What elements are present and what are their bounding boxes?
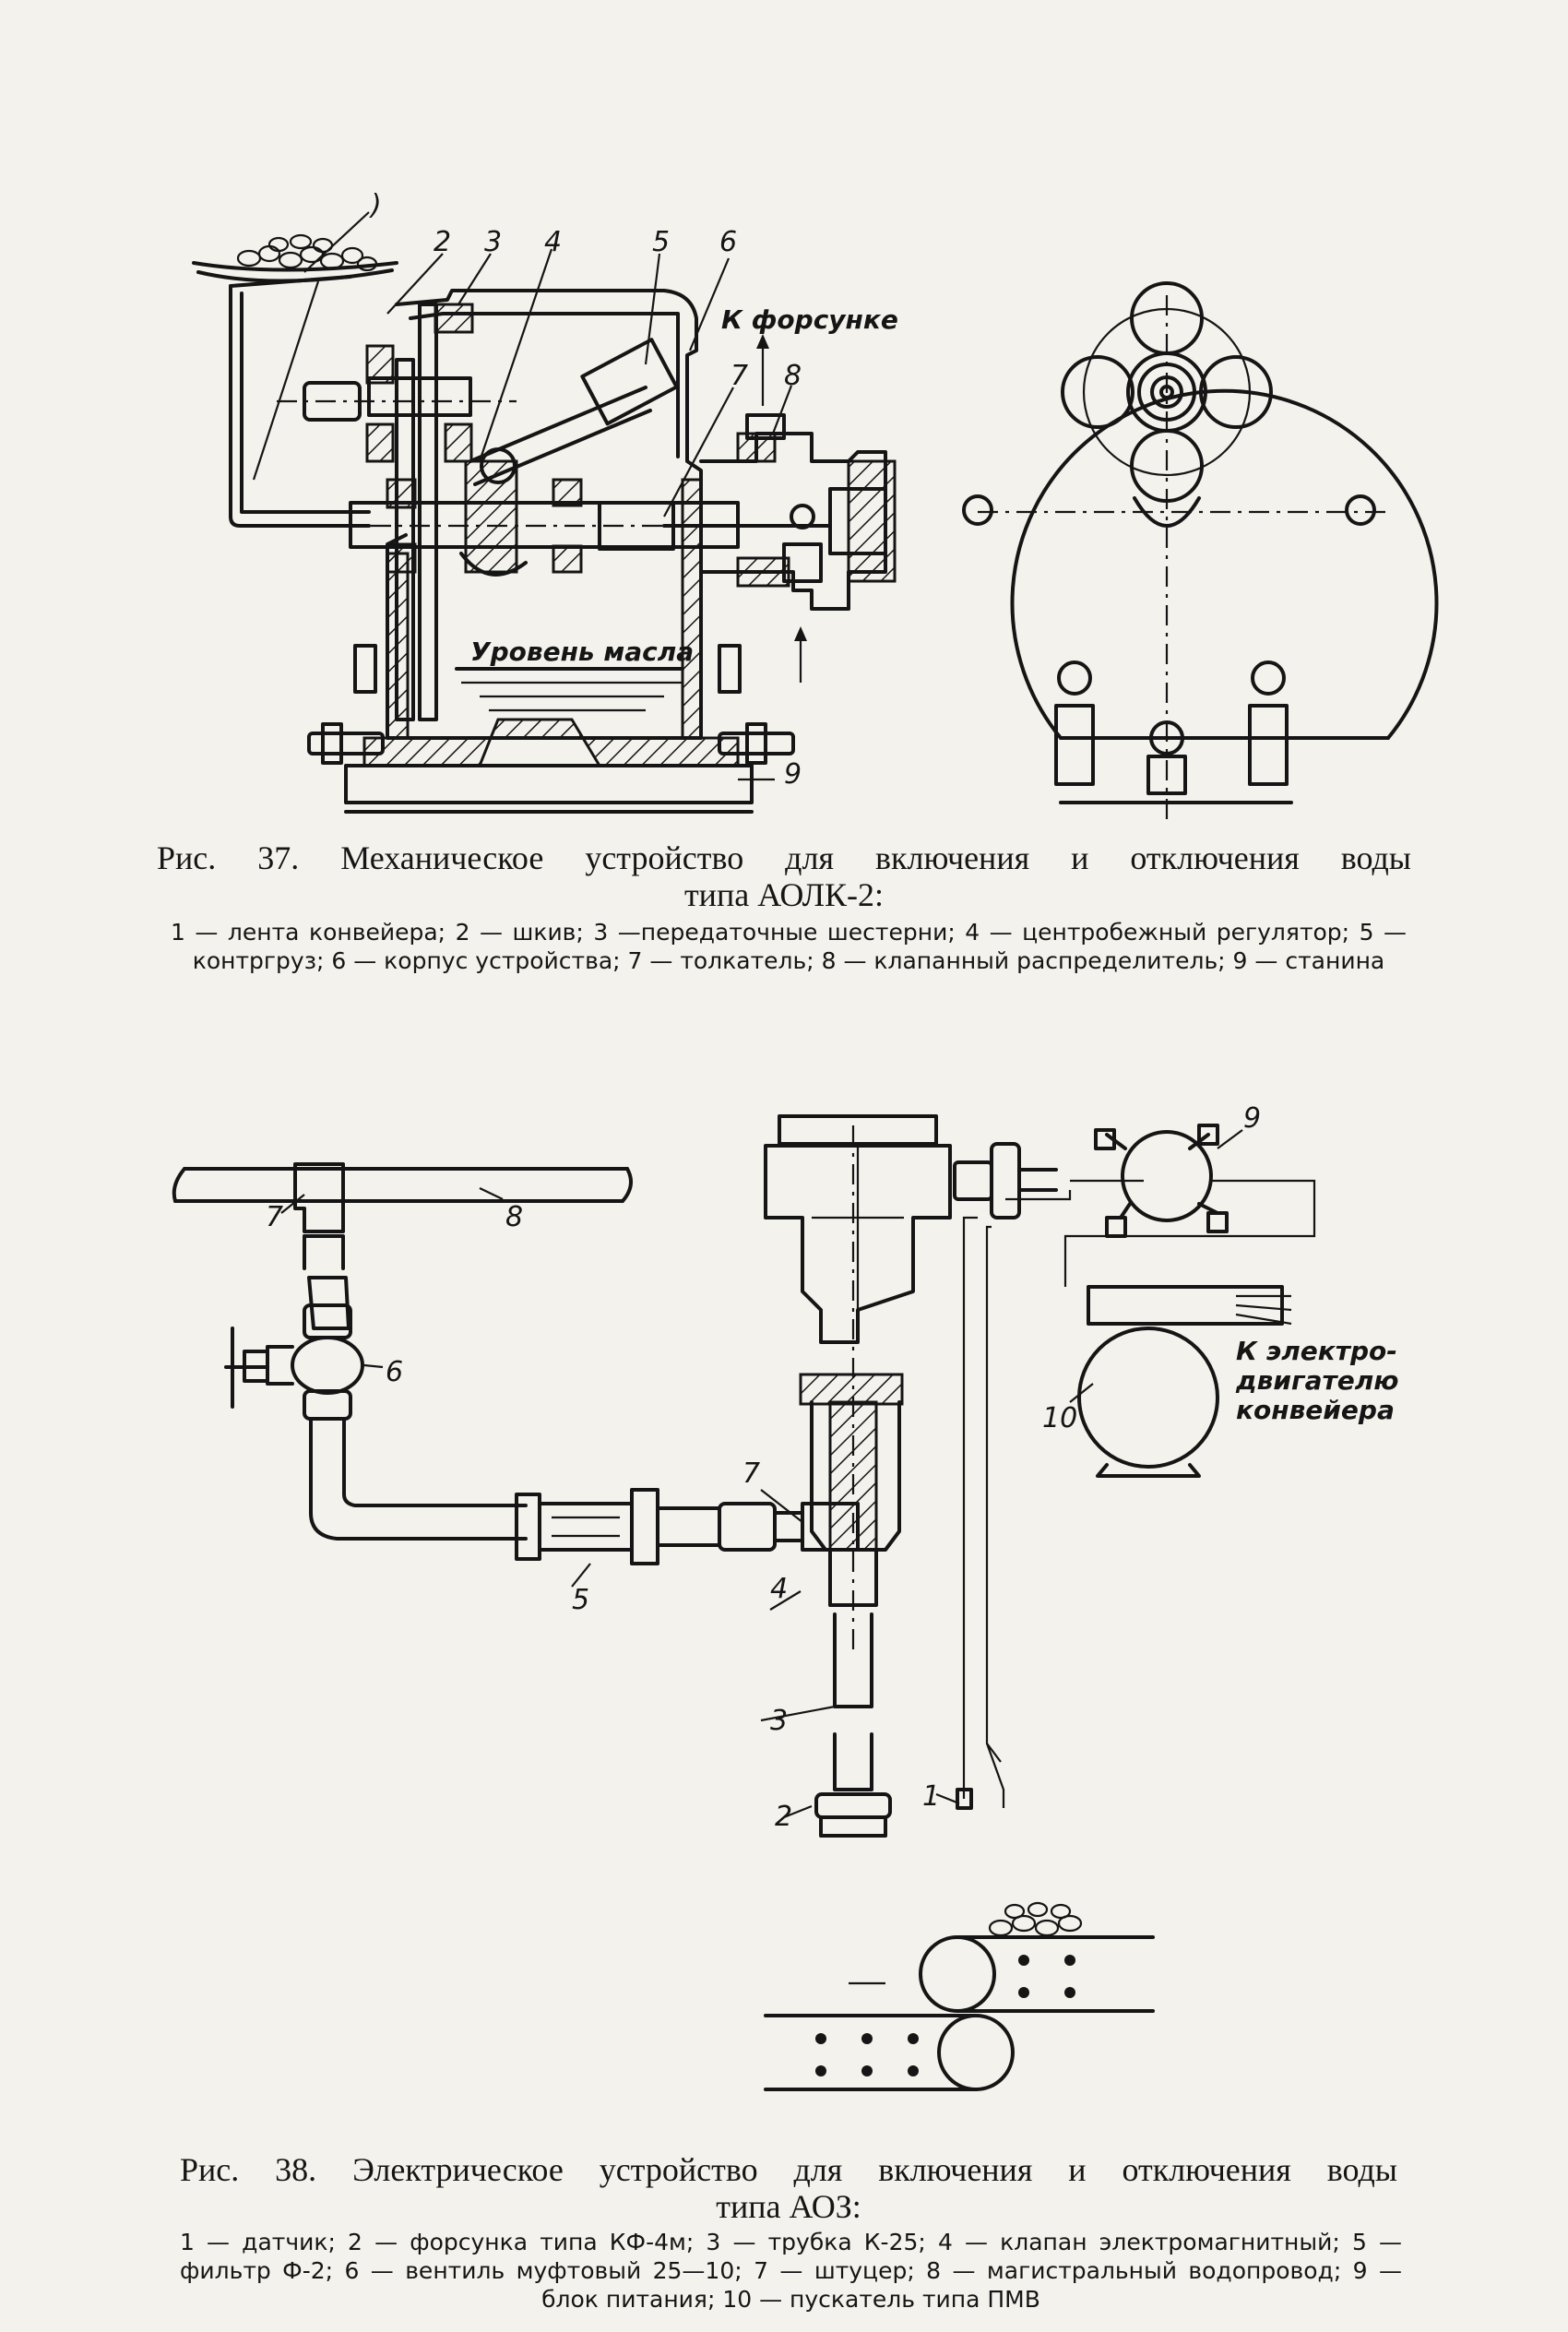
fig37-label-3: 3 — [484, 226, 503, 258]
fig38-label-9: 9 — [1243, 1102, 1262, 1135]
fig38-label-10: 10 — [1042, 1402, 1078, 1434]
fig38-legend: 1 — датчик; 2 — форсунка типа КФ-4м; 3 —… — [180, 2229, 1402, 2313]
fig38-label-4: 4 — [770, 1573, 789, 1605]
fig38-label-6: 6 — [386, 1356, 404, 1388]
fig37-caption-line1: Рис. 37. Механическое устройство для вкл… — [157, 839, 1411, 876]
fig37-label-2: 2 — [434, 226, 452, 258]
figure-38: 7 8 6 5 7 4 3 2 1 9 10 К электро- двигат… — [0, 1098, 1568, 2332]
oil-level-label: Уровень масла — [470, 637, 695, 667]
motor-label-line1: К электро- — [1236, 1336, 1397, 1366]
fig38-label-1: 1 — [922, 1780, 941, 1813]
fig37-legend: 1 — лента конвейера; 2 — шкив; 3 —переда… — [171, 919, 1407, 974]
fig38-caption: Рис. 38. Электрическое устройство для вк… — [180, 2151, 1397, 2225]
pulley-housing — [229, 275, 371, 528]
fig37-caption: Рис. 37. Механическое устройство для вкл… — [157, 839, 1411, 913]
fig38-leader-lines — [280, 1129, 1243, 1819]
end-view — [962, 281, 1439, 821]
valve-distributor — [598, 413, 897, 611]
motor-label-line2: двигателю — [1236, 1365, 1399, 1396]
fig38-caption-line1: Рис. 38. Электрическое устройство для вк… — [180, 2151, 1397, 2188]
fig38-label-7a: 7 — [266, 1201, 284, 1233]
base-bolts — [307, 644, 795, 765]
fig37-label-1: ) — [371, 189, 382, 221]
filter — [515, 1488, 860, 1565]
gear-train — [277, 303, 830, 721]
solenoid-valve — [764, 1114, 952, 1838]
conveyor-belt — [192, 233, 398, 283]
flow-arrows — [756, 334, 807, 683]
fig38-label-7b: 7 — [742, 1458, 761, 1490]
fig37-leader-lines — [303, 211, 793, 781]
motor-starter — [1077, 1285, 1292, 1478]
fig37-label-5: 5 — [652, 226, 671, 258]
fig37-label-6: 6 — [719, 226, 738, 258]
motor-label-line3: конвейера — [1236, 1395, 1395, 1425]
fig38-label-2: 2 — [775, 1801, 793, 1833]
main-water-pipe — [172, 1162, 633, 1330]
figure-37: ) 2 3 4 5 6 7 8 9 К форсунке Уровень мас… — [0, 0, 1568, 1015]
fig38-label-5: 5 — [572, 1584, 590, 1616]
fig38-label-8: 8 — [505, 1201, 524, 1233]
fig37-caption-line2: типа АОЛК-2: — [683, 876, 885, 913]
sensor-and-conveyor — [764, 1743, 1155, 2091]
valve-assembly — [224, 1303, 528, 1541]
fig37-label-4: 4 — [544, 226, 563, 258]
fig37-label-9: 9 — [784, 758, 802, 791]
figure-37-drawing — [192, 211, 1439, 821]
centrifugal-regulator — [459, 338, 679, 577]
figure-38-drawing — [172, 1114, 1316, 2091]
fig37-label-8: 8 — [784, 360, 802, 392]
oil-level — [455, 667, 684, 712]
to-nozzle-label: К форсунке — [721, 304, 898, 335]
fig37-label-7: 7 — [731, 360, 749, 392]
fig38-caption-line2: типа АОЗ: — [716, 2188, 861, 2225]
fig38-label-3: 3 — [770, 1705, 789, 1737]
power-wiring — [953, 1124, 1316, 1763]
